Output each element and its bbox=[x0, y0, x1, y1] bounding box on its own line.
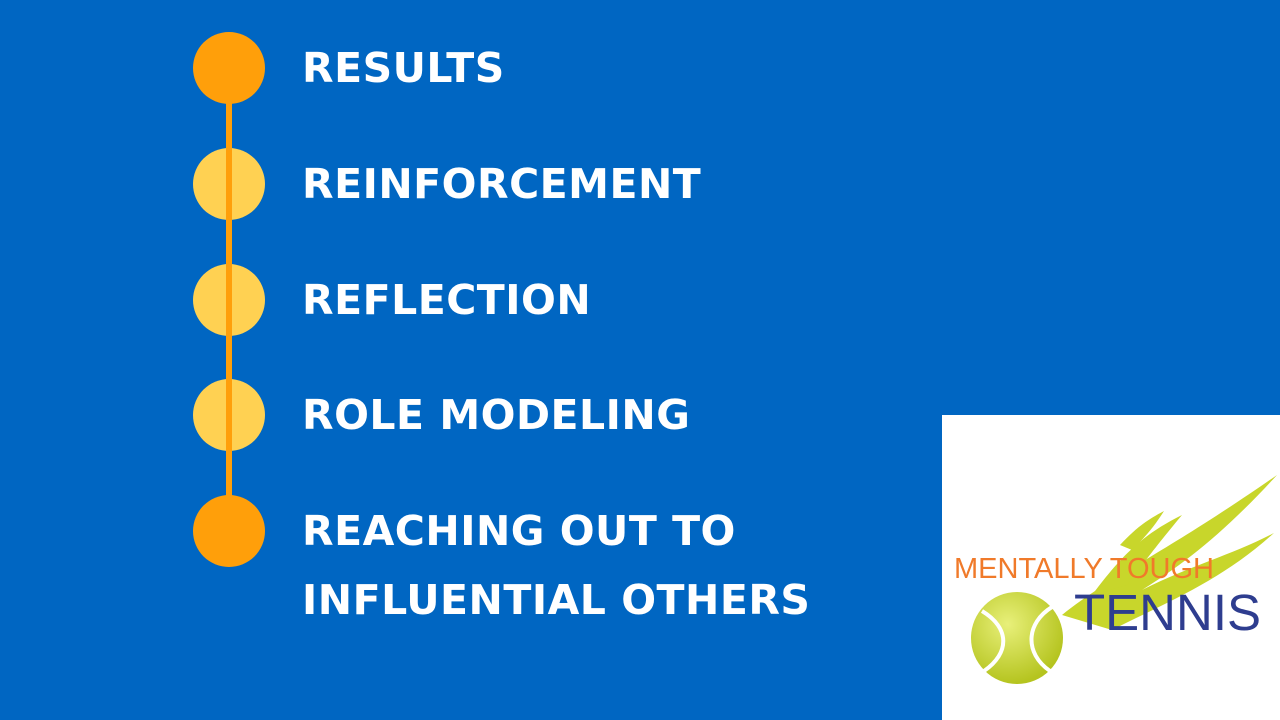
timeline-line-segment bbox=[226, 264, 232, 336]
timeline-label-influential-others: INFLUENTIAL OTHERS bbox=[302, 576, 811, 624]
timeline-label-results: RESULTS bbox=[302, 44, 505, 92]
timeline-line-segment bbox=[226, 379, 232, 451]
logo-text-tennis: TENNIS bbox=[1074, 584, 1262, 641]
timeline-label-role-modeling: ROLE MODELING bbox=[302, 391, 691, 439]
timeline-dot-2 bbox=[193, 148, 265, 220]
tennis-ball-icon bbox=[971, 592, 1063, 684]
timeline-label-reinforcement: REINFORCEMENT bbox=[302, 160, 702, 208]
timeline-dot-1 bbox=[193, 32, 265, 104]
timeline-dot-5 bbox=[193, 495, 265, 567]
timeline-dot-3 bbox=[193, 264, 265, 336]
timeline-line-segment bbox=[226, 148, 232, 220]
timeline-label-reaching-out: REACHING OUT TO bbox=[302, 507, 736, 555]
logo: MENTALLY TOUGH TENNIS bbox=[942, 415, 1280, 720]
logo-text-mentally-tough: MENTALLY TOUGH bbox=[954, 553, 1214, 585]
timeline-dot-4 bbox=[193, 379, 265, 451]
flame-graphic bbox=[1062, 475, 1277, 630]
timeline-label-reflection: REFLECTION bbox=[302, 276, 592, 324]
